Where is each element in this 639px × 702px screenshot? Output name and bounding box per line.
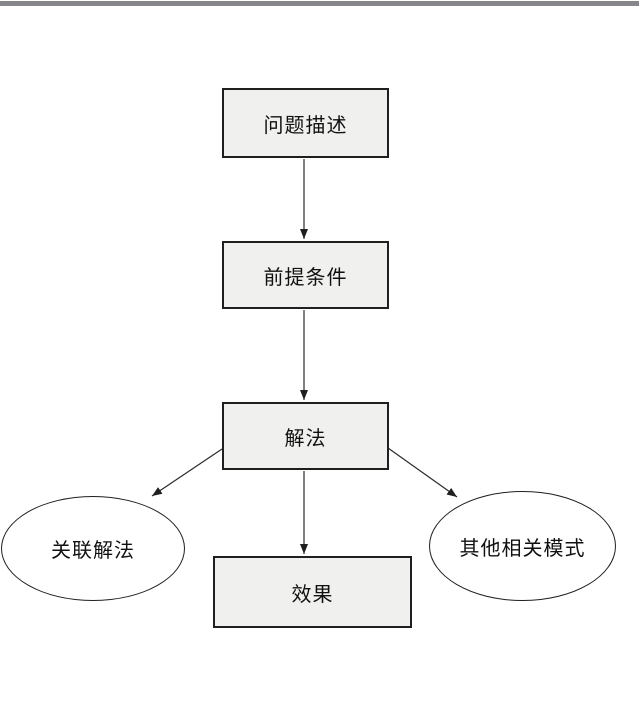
node-precondition: 前提条件 (222, 241, 389, 309)
node-problem-description: 问题描述 (222, 88, 389, 158)
node-other-related-patterns: 其他相关模式 (429, 491, 616, 601)
edge-solution-to-other (387, 447, 458, 498)
node-related-solutions-label: 关联解法 (51, 540, 135, 562)
node-effect-label: 效果 (291, 583, 334, 606)
node-solution: 解法 (222, 402, 389, 470)
node-solution-label: 解法 (284, 427, 327, 450)
node-precondition-label: 前提条件 (263, 266, 348, 289)
node-problem-description-label: 问题描述 (263, 114, 348, 137)
edge-solution-to-related (151, 448, 223, 497)
top-divider-bar (0, 1, 639, 6)
node-effect: 效果 (213, 556, 412, 628)
node-related-solutions: 关联解法 (1, 496, 185, 601)
node-other-related-patterns-label: 其他相关模式 (459, 537, 586, 560)
